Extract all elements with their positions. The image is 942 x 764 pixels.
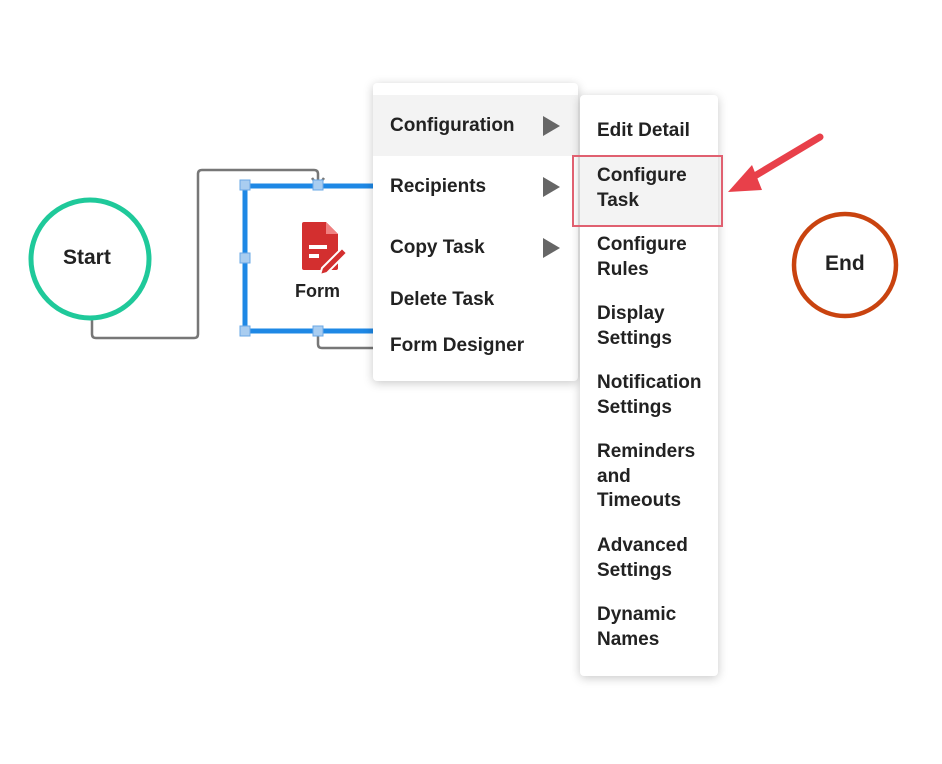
menu-item-copy-task[interactable]: Copy Task xyxy=(373,217,578,278)
submenu-arrow-icon xyxy=(543,115,560,136)
menu-item-configuration[interactable]: Configuration xyxy=(373,95,578,156)
submenu-arrow-icon xyxy=(543,237,560,258)
selection-handles[interactable] xyxy=(239,179,324,337)
connector-start-to-form xyxy=(90,168,320,340)
menu-item-label: Recipients xyxy=(390,175,487,197)
submenu-item-dynamic-names[interactable]: Dynamic Names xyxy=(597,604,677,650)
submenu-item-edit-detail[interactable]: Edit Detail xyxy=(597,120,690,141)
menu-item-label: Copy Task xyxy=(390,236,485,258)
submenu-item-advanced-settings[interactable]: Advanced Settings xyxy=(597,535,688,581)
submenu-arrow-icon xyxy=(543,176,560,197)
menu-item-label: Configuration xyxy=(390,114,515,136)
annotation-highlight-box xyxy=(572,155,723,227)
form-label: Form xyxy=(295,281,340,301)
form-icon xyxy=(302,222,349,277)
menu-item-label: Form Designer xyxy=(390,335,525,356)
context-menu: Configuration Recipients Copy Task Delet… xyxy=(373,83,578,381)
submenu-item-configure-task[interactable]: Configure Task xyxy=(580,156,718,225)
submenu-item-configure-rules[interactable]: Configure Rules xyxy=(597,234,687,280)
start-node[interactable] xyxy=(28,197,152,321)
menu-item-delete-task[interactable]: Delete Task xyxy=(373,281,578,319)
connector-form-out xyxy=(316,332,376,350)
annotation-arrow xyxy=(728,133,824,192)
menu-item-recipients[interactable]: Recipients xyxy=(373,156,578,217)
submenu-item-display-settings[interactable]: Display Settings xyxy=(597,303,672,349)
end-label: End xyxy=(825,252,865,275)
start-label: Start xyxy=(63,246,111,269)
submenu-item-reminders-timeouts[interactable]: Reminders and Timeouts xyxy=(597,441,696,511)
submenu-item-notification-settings[interactable]: Notification Settings xyxy=(597,372,702,418)
end-node[interactable] xyxy=(791,211,899,319)
menu-item-form-designer[interactable]: Form Designer xyxy=(373,327,578,365)
configuration-submenu: Edit Detail Configure Task Configure Rul… xyxy=(580,95,718,676)
menu-item-label: Delete Task xyxy=(390,289,495,310)
